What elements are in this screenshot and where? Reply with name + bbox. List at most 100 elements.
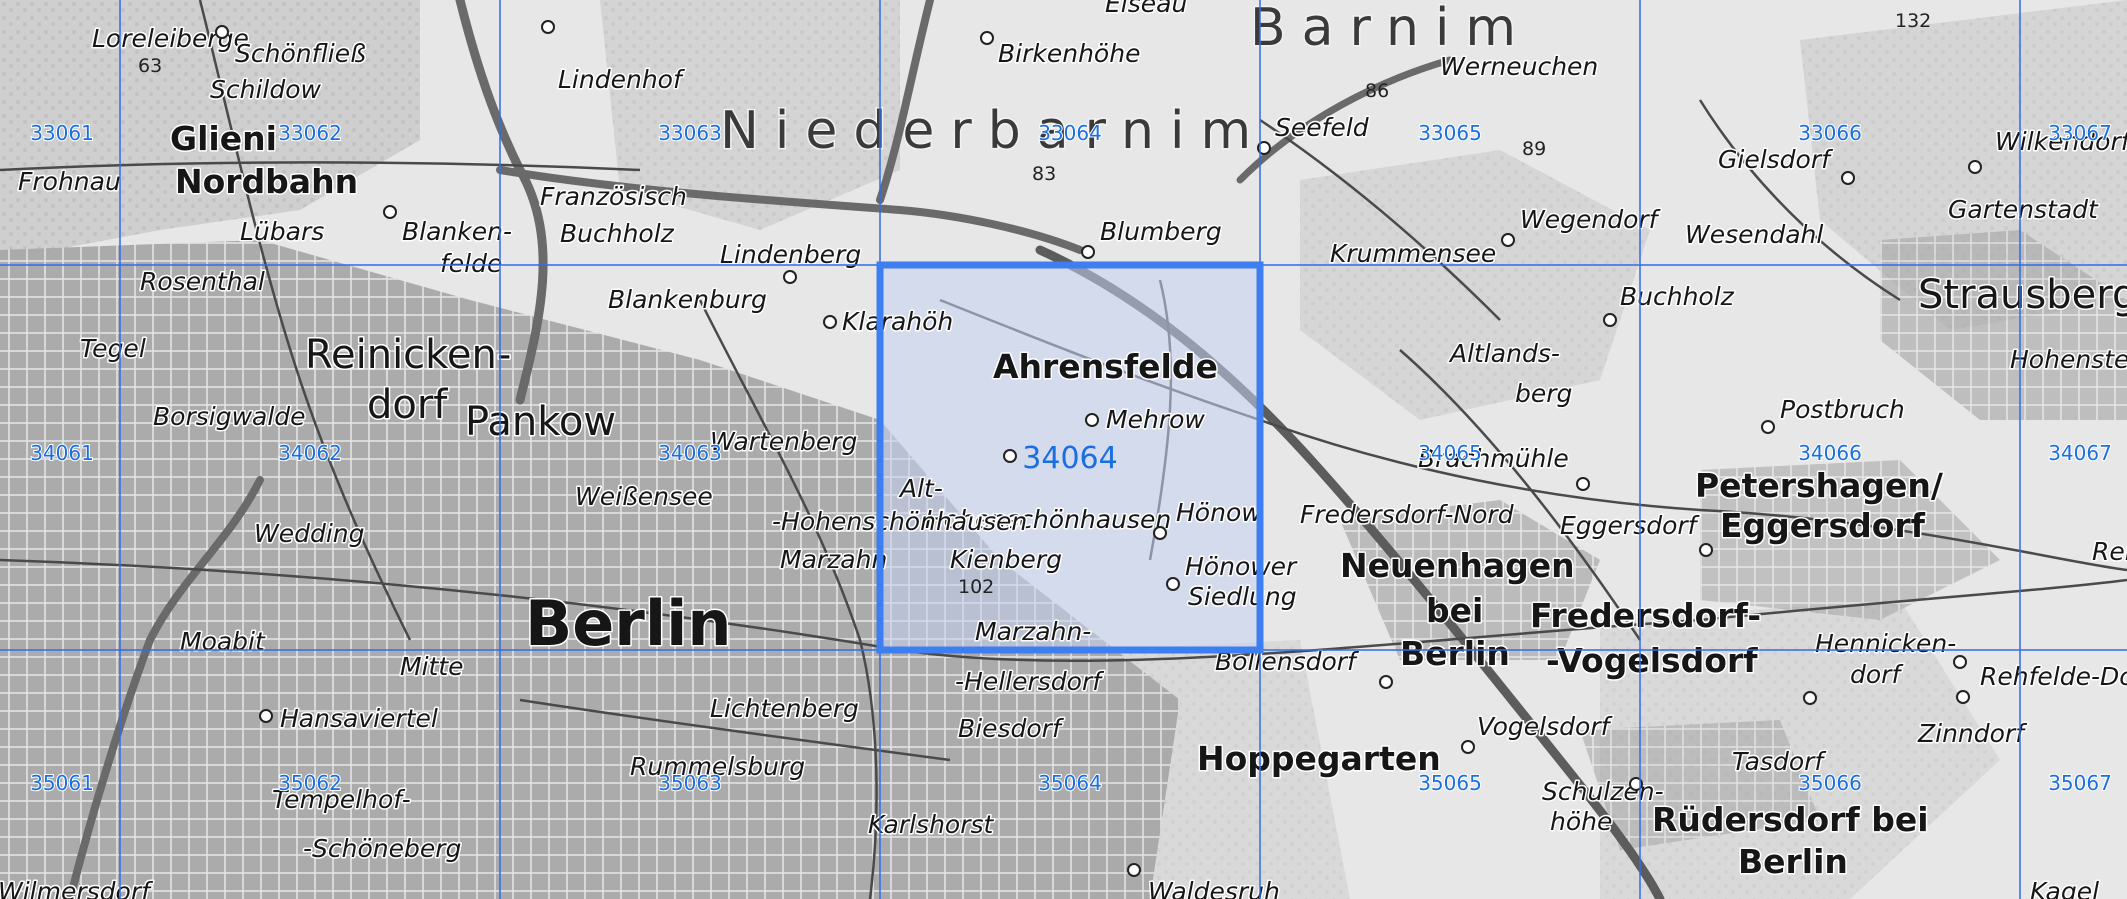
place-label-small: Vogelsdorf	[1477, 712, 1613, 741]
place-label-small: dorf	[1850, 660, 1903, 689]
region-label-barnim: Barnim	[1250, 0, 1532, 58]
tile-label-33063: 33063	[658, 121, 722, 145]
urban-areas	[0, 230, 2127, 899]
place-label-small: Hennicken-	[1815, 629, 1956, 658]
tile-label-34063: 34063	[658, 441, 722, 465]
place-label-small: Lichtenberg	[710, 694, 859, 723]
place-label-medium: Berlin	[1400, 634, 1510, 673]
place-label-small: Hönower	[1185, 552, 1298, 581]
place-label-small: Rummelsburg	[630, 752, 805, 781]
place-label-medium: Petershagen/	[1695, 466, 1944, 505]
place-label-small: Wilkendorf	[1995, 127, 2127, 156]
place-label-small: Weißensee	[575, 482, 713, 511]
tile-label-33067: 33067	[2048, 121, 2112, 145]
place-label-small: Fredersdorf-Nord	[1300, 500, 1514, 529]
region-label-niederbarnim: Niederbarnim	[720, 101, 1267, 161]
place-label-small: Kagel	[2030, 877, 2099, 899]
place-label-small: Wesendahl	[1685, 220, 1823, 249]
place-label-small: Mitte	[400, 652, 464, 681]
place-label-small: Kienberg	[950, 545, 1062, 574]
place-label-large: Berlin	[525, 587, 732, 660]
place-label-small: Rehf	[2092, 537, 2127, 566]
tile-label-34066: 34066	[1798, 441, 1862, 465]
place-label-small: Schildow	[210, 75, 322, 104]
place-label-small: Postbruch	[1780, 395, 1905, 424]
tile-label-34065: 34065	[1418, 441, 1482, 465]
place-label-small: -Hohenschönhausen	[772, 507, 1027, 536]
tile-label-33064: 33064	[1038, 121, 1102, 145]
place-label-large: dorf	[367, 382, 448, 428]
place-label-small: Zinndorf	[1917, 719, 2027, 748]
place-labels-medium: AhrensfeldeGlieniNordbahnNeuenhagenbeiBe…	[169, 118, 1946, 883]
place-label-small: Schönfließ	[235, 39, 366, 68]
place-label-medium: Berlin	[1738, 842, 1848, 881]
tile-label-35063: 35063	[658, 771, 722, 795]
tile-label-33066: 33066	[1798, 121, 1862, 145]
place-label-small: Tegel	[80, 334, 146, 363]
place-label-small: Blankenburg	[608, 285, 767, 314]
place-label-small: Gielsdorf	[1718, 145, 1833, 174]
tile-label-35062: 35062	[278, 771, 342, 795]
place-label-medium: bei	[1426, 591, 1483, 630]
tile-label-34064: 34064	[1022, 441, 1117, 476]
place-label-medium: Hoppegarten	[1197, 739, 1441, 778]
place-label-small: -Hellersdorf	[955, 667, 1104, 696]
selected-tile-border[interactable]	[876, 261, 1264, 654]
place-label-small: Hönow	[1176, 498, 1262, 527]
place-label-medium: Fredersdorf-	[1530, 596, 1761, 635]
tile-labels: 33061 33062 33063 33064 33065 33066 33067 34061…	[29, 120, 2113, 796]
tile-label-34061: 34061	[30, 441, 94, 465]
place-label-small: Marzahn	[780, 545, 887, 574]
spot-height-label: 102	[958, 576, 994, 598]
place-label-small: Borsigwalde	[153, 402, 306, 431]
place-label-small: Brachmühle	[1418, 444, 1569, 473]
place-label-small: Seefeld	[1275, 113, 1369, 142]
spot-height-label: 63	[138, 55, 162, 77]
spot-height-label: 83	[1032, 163, 1056, 185]
place-label-small: Birkenhöhe	[998, 39, 1140, 68]
place-label-large: Strausberg	[1918, 272, 2127, 318]
place-label-medium: Neuenhagen	[1340, 546, 1575, 585]
place-label-small: höhe	[1550, 807, 1612, 836]
tile-label-33062: 33062	[278, 121, 342, 145]
place-label-small: Waldesruh	[1148, 877, 1280, 899]
place-label-medium: -Vogelsdorf	[1546, 641, 1758, 680]
spot-height-label: 86	[1365, 80, 1389, 102]
place-label-small: Marzahn-	[975, 617, 1091, 646]
tile-label-35067: 35067	[2048, 771, 2112, 795]
tile-label-35061: 35061	[30, 771, 94, 795]
tile-label-33061: 33061	[30, 121, 94, 145]
selected-tile-fill	[880, 265, 1260, 650]
place-label-small: Wegendorf	[1520, 205, 1661, 234]
place-label-small: Rosenthal	[140, 267, 265, 296]
place-label-small: Wartenberg	[710, 427, 857, 456]
place-label-small: Eggersdorf	[1560, 511, 1700, 540]
place-label-small: Karlshorst	[868, 810, 995, 839]
place-label-small: felde	[440, 249, 502, 278]
place-label-small: Frohnau	[18, 167, 121, 196]
place-label-small: Blanken-	[402, 217, 512, 246]
place-label-small: Werneuchen	[1440, 52, 1598, 81]
tile-label-34067: 34067	[2048, 441, 2112, 465]
place-label-medium: Ahrensfelde	[993, 347, 1218, 386]
place-label-small: Mehrow	[1106, 405, 1205, 434]
tile-label-35066: 35066	[1798, 771, 1862, 795]
place-label-small: Hohenschönhausen	[925, 505, 1171, 534]
place-label-small: Buchholz	[1620, 282, 1735, 311]
tile-label-33065: 33065	[1418, 121, 1482, 145]
place-label-small: Moabit	[180, 627, 266, 656]
place-label-large: Pankow	[465, 399, 616, 445]
place-label-medium: Glieni	[170, 119, 277, 158]
tile-label-35064: 35064	[1038, 771, 1102, 795]
place-label-small: Hohenstein	[2010, 345, 2127, 374]
place-label-small: Krummensee	[1330, 239, 1496, 268]
place-label-small: Alt-	[898, 474, 943, 503]
place-label-small: Tempelhof-	[272, 785, 411, 814]
place-label-small: Blumberg	[1100, 217, 1222, 246]
place-label-small: Hansaviertel	[280, 704, 438, 733]
